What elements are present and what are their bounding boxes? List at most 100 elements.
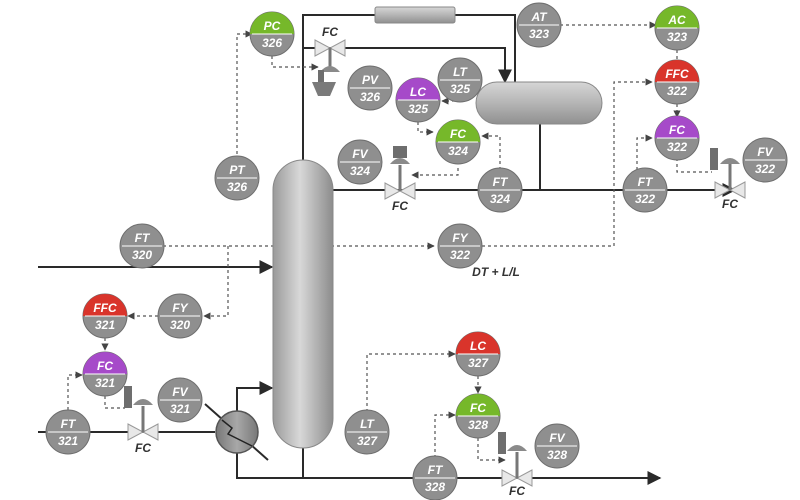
instrument-number: 324 (350, 164, 370, 178)
heat-exchanger (215, 410, 259, 454)
instrument-tag: FY (452, 231, 468, 245)
instrument-number: 322 (667, 84, 687, 98)
signal-lines (67, 21, 712, 464)
instrument-tag: FV (172, 385, 188, 399)
controller-top-half (436, 120, 480, 142)
instrument-ft324[interactable]: FT 324 (477, 167, 523, 213)
instrument-number: 327 (357, 434, 378, 448)
instrument-fc328[interactable]: FC 328 (455, 393, 501, 439)
instrument-pv326[interactable]: PV 326 (347, 65, 393, 111)
instrument-ft320[interactable]: FT 320 (119, 223, 165, 269)
instrument-number: 320 (170, 318, 190, 332)
instrument-number: 328 (547, 448, 567, 462)
control-valve-fv324[interactable] (384, 146, 416, 200)
instrument-tag: FC (470, 401, 486, 415)
instrument-number: 321 (95, 376, 115, 390)
instrument-ft321[interactable]: FT 321 (45, 409, 91, 455)
instrument-number: 321 (58, 434, 78, 448)
instrument-number: 326 (360, 90, 380, 104)
controller-top-half (456, 394, 500, 416)
fc-valve-label-326: FC (322, 25, 338, 39)
instrument-fv324[interactable]: FV 324 (337, 139, 383, 185)
instrument-tag: LT (453, 65, 468, 79)
instrument-tag: LC (470, 339, 486, 353)
instrument-tag: PT (229, 163, 246, 177)
instrument-lc327[interactable]: LC 327 (455, 331, 501, 377)
instrument-tag: FT (61, 417, 77, 431)
instrument-tag: LC (410, 85, 426, 99)
instrument-pt326[interactable]: PT 326 (214, 155, 260, 201)
instrument-tag: FC (669, 123, 685, 137)
instrument-number: 325 (408, 102, 428, 116)
instrument-number: 324 (448, 144, 468, 158)
instrument-ffc321[interactable]: FFC 321 (82, 293, 128, 339)
instrument-tag: FV (757, 145, 773, 159)
controller-top-half (83, 352, 127, 374)
instrument-tag: LT (360, 417, 375, 431)
instrument-tag: FFC (93, 301, 117, 315)
instrument-ac323[interactable]: AC 323 (654, 5, 700, 51)
controller-top-half (655, 6, 699, 28)
distillation-column (272, 159, 334, 449)
control-valve-pv326[interactable] (312, 39, 346, 96)
instrument-number: 326 (227, 180, 247, 194)
instrument-tag: FT (428, 463, 444, 477)
instrument-number: 326 (262, 36, 282, 50)
instrument-tag: PV (362, 73, 379, 87)
instrument-tag: PC (264, 19, 281, 33)
controller-top-half (250, 12, 294, 34)
instrument-tag: FFC (665, 67, 689, 81)
reflux-drum (475, 81, 603, 125)
instrument-tag: FT (135, 231, 151, 245)
instrument-number: 327 (468, 356, 489, 370)
instrument-number: 320 (132, 248, 152, 262)
control-valve-fv322[interactable] (710, 148, 746, 199)
fy322-formula: DT + L/L (472, 265, 520, 279)
instrument-fv322[interactable]: FV 322 (742, 137, 788, 183)
instrument-lt327[interactable]: LT 327 (344, 409, 390, 455)
instrument-tag: FV (352, 147, 368, 161)
instrument-lt325[interactable]: LT 325 (437, 57, 483, 103)
instrument-number: 325 (450, 82, 470, 96)
instrument-fy322[interactable]: FY 322 (437, 223, 483, 269)
instrument-number: 328 (468, 418, 488, 432)
instrument-at323[interactable]: AT 323 (516, 2, 562, 48)
fc-valve-label-322: FC (722, 197, 738, 211)
instrument-tag: FT (493, 175, 509, 189)
instrument-ffc322[interactable]: FFC 322 (654, 59, 700, 105)
instrument-ft328[interactable]: FT 328 (412, 455, 458, 500)
instrument-number: 323 (667, 30, 687, 44)
controller-top-half (396, 78, 440, 100)
instrument-number: 322 (755, 162, 775, 176)
instrument-fc324[interactable]: FC 324 (435, 119, 481, 165)
instrument-number: 322 (635, 192, 655, 206)
instrument-tag: FC (450, 127, 466, 141)
instrument-tag: FV (549, 431, 565, 445)
instrument-number: 323 (529, 27, 549, 41)
instrument-fv328[interactable]: FV 328 (534, 423, 580, 469)
control-valve-fv328[interactable] (498, 432, 533, 487)
instrument-lc325[interactable]: LC 325 (395, 77, 441, 123)
controller-top-half (655, 60, 699, 82)
instrument-number: 322 (450, 248, 470, 262)
instrument-fc322[interactable]: FC 322 (654, 115, 700, 161)
instrument-number: 322 (667, 140, 687, 154)
controller-top-half (456, 332, 500, 354)
instrument-pc326[interactable]: PC 326 (249, 11, 295, 57)
instrument-fy320[interactable]: FY 320 (157, 293, 203, 339)
instrument-number: 324 (490, 192, 510, 206)
instrument-tag: AC (667, 13, 686, 27)
instrument-tag: AT (530, 10, 548, 24)
control-valve-fv321[interactable] (124, 386, 159, 441)
controller-top-half (655, 116, 699, 138)
instrument-number: 328 (425, 480, 445, 494)
controller-top-half (83, 294, 127, 316)
fc-valve-label-328: FC (509, 484, 525, 498)
instrument-tag: FY (172, 301, 188, 315)
instrument-number: 321 (95, 318, 115, 332)
